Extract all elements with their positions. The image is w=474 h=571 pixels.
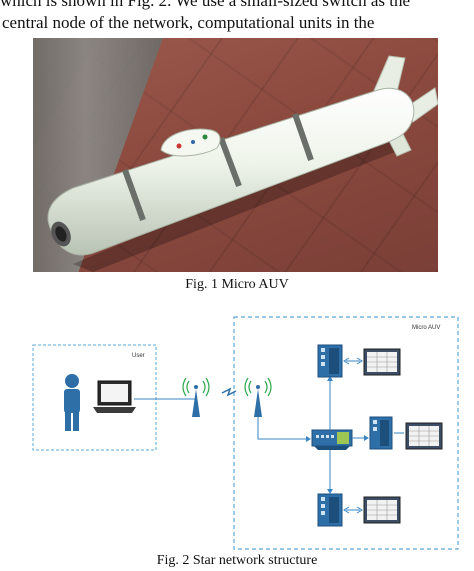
body-text-line-2: central node of the network, computation… [2, 13, 375, 32]
arrowhead [343, 357, 363, 365]
display-panel-icon [405, 422, 443, 450]
laptop-icon [93, 380, 136, 413]
arrowhead [327, 376, 333, 381]
user-person-icon [64, 374, 80, 431]
antenna-tower-icon [244, 377, 272, 417]
micro-auv-photo [33, 38, 438, 272]
computing-unit-icon [317, 344, 343, 378]
user-label: User [132, 353, 145, 359]
display-panel-icon [363, 348, 401, 376]
arrowhead [343, 506, 363, 514]
star-network-diagram: User Micro AUV [0, 305, 474, 550]
network-svg: User Micro AUV [32, 316, 459, 550]
user-box [32, 344, 157, 451]
wireless-link-icon [221, 387, 237, 397]
figure-1-caption: Fig. 1 Micro AUV [185, 277, 289, 292]
micro-auv-box [233, 316, 459, 550]
computing-unit-icon [369, 416, 393, 450]
display-panel-icon [363, 496, 401, 524]
figure-2-caption: Fig. 2 Star network structure [156, 553, 318, 568]
arrowhead [306, 436, 311, 442]
body-text-line-1: which is shown in Fig. 2. We use a small… [0, 0, 411, 10]
computing-unit-icon [317, 493, 343, 527]
link-tower-to-switch [257, 417, 310, 440]
arrowhead [364, 435, 369, 441]
auv-illustration [47, 55, 438, 272]
arrowhead [327, 489, 333, 494]
network-switch-icon [311, 429, 353, 450]
micro-auv-label: Micro AUV [412, 325, 440, 331]
antenna-tower-icon [182, 377, 210, 417]
